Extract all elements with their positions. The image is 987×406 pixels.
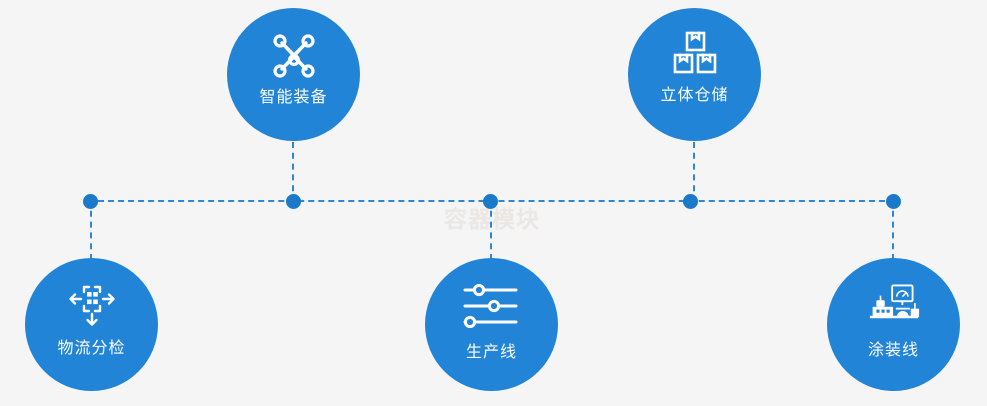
node-painting-line[interactable]: 涂装线	[827, 258, 960, 391]
connector-stem-production-line	[490, 200, 492, 260]
node-label: 物流分检	[57, 338, 126, 357]
sliders-icon	[462, 284, 522, 328]
connector-stem-smart-equipment	[292, 142, 294, 202]
stacked-boxes-icon	[669, 30, 721, 78]
junction-dot-smart-equipment	[286, 194, 301, 209]
junction-dot-stereoscopic-warehouse	[683, 194, 698, 209]
junction-dot-production-line	[483, 194, 498, 209]
node-label: 智能装备	[259, 87, 328, 106]
connector-stem-stereoscopic-warehouse	[693, 142, 695, 202]
junction-dot-logistics-sorting	[83, 194, 98, 209]
node-label: 涂装线	[867, 340, 919, 359]
factory-control-icon	[868, 280, 920, 328]
node-label: 生产线	[465, 342, 517, 361]
connector-stem-logistics-sorting	[90, 200, 92, 260]
node-label: 立体仓储	[660, 85, 729, 104]
junction-dot-painting-line	[886, 194, 901, 209]
node-stereoscopic-warehouse[interactable]: 立体仓储	[628, 8, 761, 141]
node-production-line[interactable]: 生产线	[425, 258, 558, 391]
node-logistics-sorting[interactable]: 物流分检	[25, 258, 158, 391]
connector-stem-painting-line	[892, 200, 894, 260]
network-nodes-icon	[268, 32, 320, 80]
node-smart-equipment[interactable]: 智能装备	[227, 8, 360, 141]
sorting-arrows-icon	[66, 280, 118, 328]
